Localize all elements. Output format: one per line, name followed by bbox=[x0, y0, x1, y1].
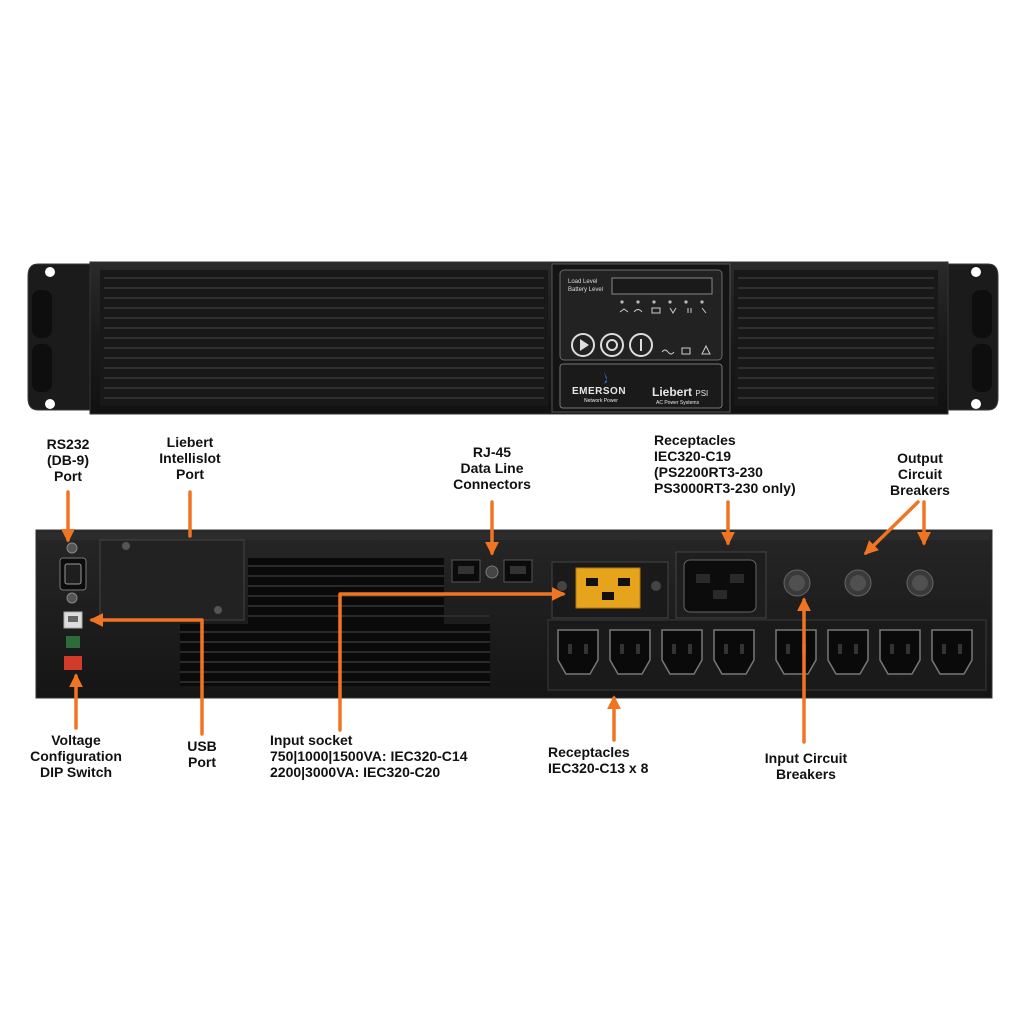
label-rs232: RS232 (DB-9) Port bbox=[46, 436, 90, 484]
label-rj45: RJ-45 Data Line Connectors bbox=[453, 444, 531, 492]
rear-vents bbox=[180, 558, 490, 686]
product-name: Liebert bbox=[652, 385, 693, 399]
rear-unit bbox=[35, 529, 993, 699]
input-breaker bbox=[783, 569, 811, 597]
usb-port bbox=[63, 611, 83, 629]
input-socket bbox=[551, 561, 669, 619]
output-breaker bbox=[906, 569, 934, 597]
label-c13: Receptacles IEC320-C13 x 8 bbox=[548, 744, 649, 776]
product-logo: Liebert PSI bbox=[652, 385, 708, 399]
c13-outlet bbox=[557, 629, 599, 675]
c13-receptacles bbox=[547, 619, 987, 691]
c13-outlet bbox=[661, 629, 703, 675]
rack-ear-icon bbox=[27, 263, 93, 411]
label-input-breakers: Input Circuit Breakers bbox=[764, 750, 848, 782]
rs232-port bbox=[59, 542, 87, 604]
callout-arrows bbox=[61, 490, 931, 744]
product-model: PSI bbox=[695, 389, 709, 398]
brand-sub: Network Power bbox=[584, 398, 618, 404]
label-dip-switch: Voltage Configuration DIP Switch bbox=[30, 732, 122, 780]
label-c19: Receptacles IEC320-C19 (PS2200RT3-230 PS… bbox=[654, 432, 796, 496]
rack-ear-icon bbox=[945, 263, 999, 411]
front-grille-left bbox=[100, 270, 548, 406]
c19-receptacle bbox=[675, 551, 767, 619]
brand-logo: EMERSON bbox=[572, 386, 627, 397]
info-icon[interactable] bbox=[629, 333, 653, 357]
c13-outlet bbox=[609, 629, 651, 675]
front-grille-right bbox=[734, 270, 938, 406]
c13-outlet bbox=[827, 629, 869, 675]
status-led bbox=[66, 636, 80, 648]
play-icon[interactable] bbox=[571, 333, 595, 357]
c13-outlet bbox=[879, 629, 921, 675]
label-usb: USB Port bbox=[187, 738, 217, 770]
arrow-icon bbox=[864, 500, 920, 555]
c13-outlet bbox=[713, 629, 755, 675]
label-intellislot: Liebert Intellislot Port bbox=[159, 434, 221, 482]
display-load-label: Load Level bbox=[568, 279, 598, 285]
product-sub: AC Power Systems bbox=[656, 400, 700, 406]
dip-switch bbox=[64, 656, 82, 670]
arrow-icon bbox=[89, 613, 204, 736]
arrow-icon bbox=[338, 587, 566, 732]
label-output-breakers: Output Circuit Breakers bbox=[890, 450, 950, 498]
power-icon[interactable] bbox=[600, 333, 624, 357]
front-control-panel bbox=[551, 263, 731, 413]
output-breaker bbox=[844, 569, 872, 597]
front-unit bbox=[27, 261, 999, 415]
rj45-connectors bbox=[451, 559, 533, 583]
intellislot-port bbox=[99, 539, 245, 621]
label-input-socket: Input socket 750|1000|1500VA: IEC320-C14… bbox=[270, 732, 468, 780]
c13-outlet bbox=[775, 629, 817, 675]
c13-outlet bbox=[931, 629, 973, 675]
display-battery-label: Battery Level bbox=[568, 287, 604, 293]
